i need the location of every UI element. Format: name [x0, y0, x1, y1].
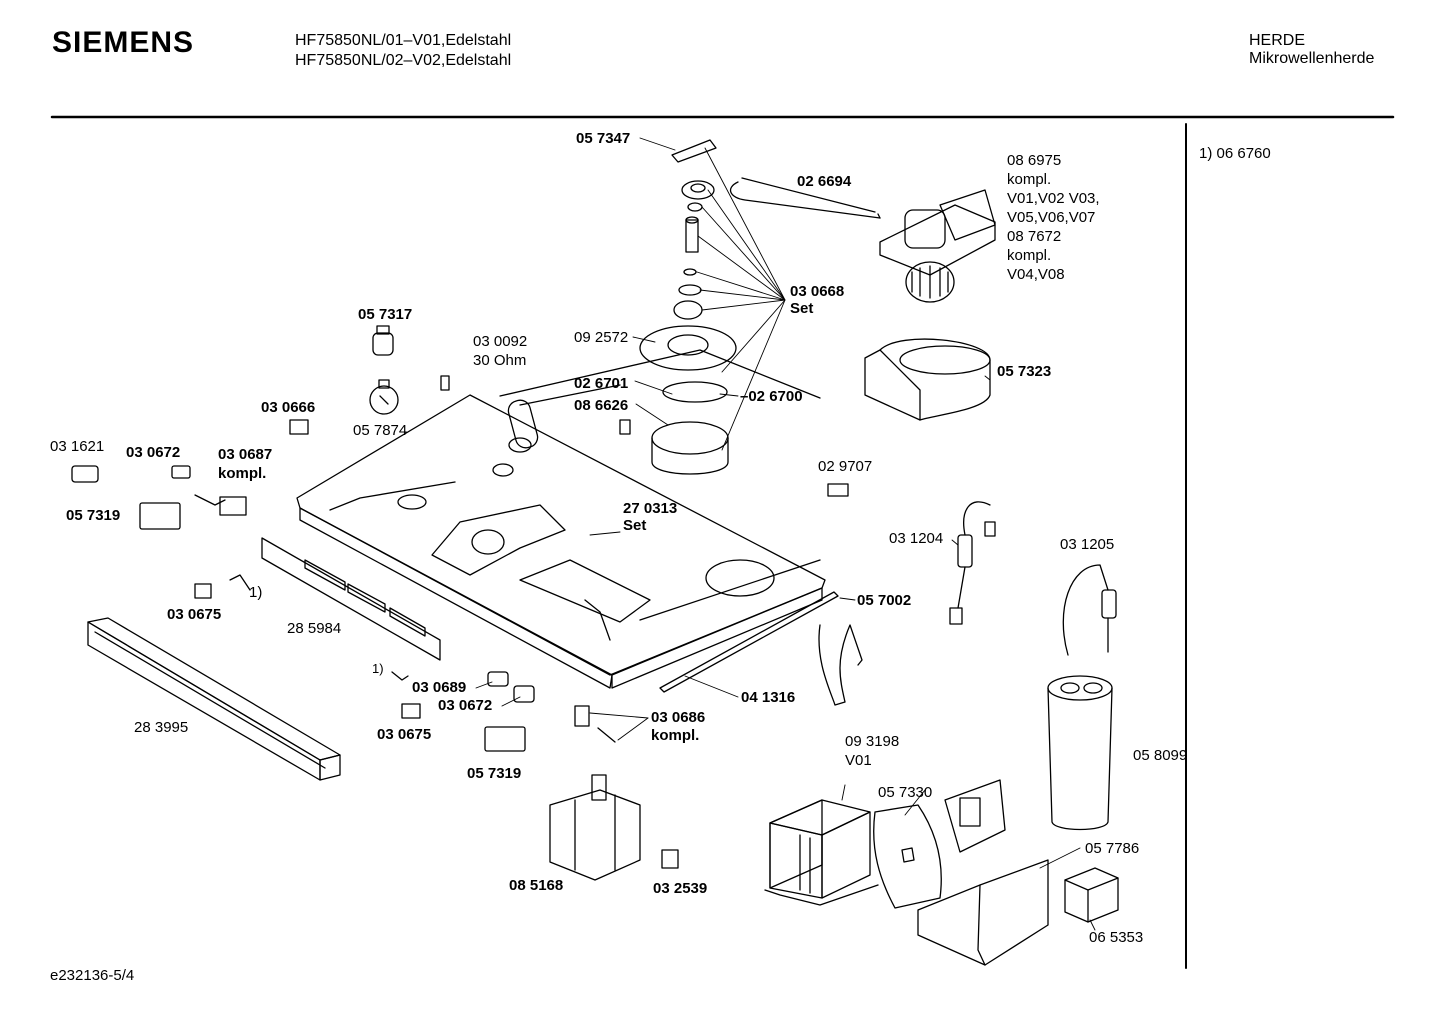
heating-element-part	[729, 177, 881, 219]
brand-logo: SIEMENS	[52, 26, 195, 59]
model-line-1: HF75850NL/01–V01,Edelstahl	[295, 32, 512, 49]
label-kompl-d: kompl.	[651, 727, 700, 744]
model-line-2: HF75850NL/02–V02,Edelstahl	[295, 52, 512, 69]
magnetron-part	[549, 774, 641, 881]
fan-motor-part	[879, 189, 996, 303]
rod-part	[659, 591, 839, 693]
label-05-7317: 05 7317	[358, 306, 413, 323]
waveguide-housing-part	[864, 338, 991, 421]
label-03-0687: 03 0687	[218, 446, 273, 463]
label-05-7330: 05 7330	[878, 784, 933, 801]
label-05-7323: 05 7323	[997, 363, 1052, 380]
label-05-7874: 05 7874	[353, 422, 408, 439]
label-03-0668: 03 0668	[790, 283, 845, 300]
label-06-5353: 06 5353	[1089, 929, 1144, 946]
label-03-0672-a: 03 0672	[126, 444, 181, 461]
label-28-5984: 28 5984	[287, 620, 342, 637]
label-08-6626: 08 6626	[574, 397, 629, 414]
label-03-0672-b: 03 0672	[438, 697, 493, 714]
transformer-part	[764, 799, 879, 906]
document-id: e232136-5/4	[50, 967, 135, 984]
lower-switch-cluster	[391, 419, 849, 752]
subcategory: Mikrowellenherde	[1249, 50, 1375, 67]
label-03-0675-a: 03 0675	[167, 606, 222, 623]
label-footnote-mark-b: 1)	[372, 661, 384, 676]
lamp-part	[369, 379, 399, 415]
chassis-base-plate	[296, 349, 826, 689]
category: HERDE	[1249, 32, 1306, 49]
label-03-2539: 03 2539	[653, 880, 708, 897]
leader-lines	[475, 137, 1096, 931]
label-03-1205: 03 1205	[1060, 536, 1115, 553]
label-03-1204: 03 1204	[889, 530, 944, 547]
label-04-1316: 04 1316	[741, 689, 796, 706]
left-switch-cluster	[71, 375, 450, 599]
front-frame-part	[261, 537, 441, 661]
label-08-5168: 08 5168	[509, 877, 564, 894]
label-footnote-mark-a: 1)	[249, 584, 263, 601]
label-02-9707: 02 9707	[818, 458, 873, 475]
label-08-6975: 08 6975	[1007, 152, 1062, 169]
label-set-b: Set	[623, 517, 647, 534]
label-05-7002: 05 7002	[857, 592, 912, 609]
label-09-2572: 09 2572	[574, 329, 629, 346]
mounting-bracket-part	[944, 779, 1006, 853]
label-09-3198: 09 3198	[845, 733, 900, 750]
label-03-0675-b: 03 0675	[377, 726, 432, 743]
label-03-0689: 03 0689	[412, 679, 467, 696]
label-variants-a1: V01,V02 V03,	[1007, 190, 1100, 207]
label-v01: V01	[845, 752, 872, 769]
insulation-sheet-part	[873, 804, 942, 909]
label-05-7786: 05 7786	[1085, 840, 1140, 857]
label-set-a: Set	[790, 300, 814, 317]
label-02-6694: 02 6694	[797, 173, 852, 190]
diode-part	[1062, 564, 1117, 656]
label-05-7319-a: 05 7319	[66, 507, 121, 524]
label-30-ohm: 30 Ohm	[473, 352, 527, 369]
label-28-3995: 28 3995	[134, 719, 189, 736]
label-kompl-c: kompl.	[218, 465, 267, 482]
label-05-7319-b: 05 7319	[467, 765, 522, 782]
footnote-sidebar: 1) 06 6760	[1199, 145, 1271, 162]
label-kompl-a: kompl.	[1007, 171, 1052, 188]
label-kompl-b: kompl.	[1007, 247, 1052, 264]
label-08-7672: 08 7672	[1007, 228, 1062, 245]
label-03-0092: 03 0092	[473, 333, 528, 350]
label-02-6700: –02 6700	[740, 388, 803, 405]
fuse-part	[949, 501, 996, 625]
label-03-1621: 03 1621	[50, 438, 105, 455]
capacitor-part	[1047, 675, 1113, 831]
label-02-6701: 02 6701	[574, 375, 629, 392]
clip-part	[661, 849, 679, 869]
label-05-8099: 05 8099	[1133, 747, 1188, 764]
label-05-7347: 05 7347	[576, 130, 631, 147]
capacitor-bracket-part	[917, 859, 1049, 966]
turntable-drive-stack	[639, 139, 737, 475]
bracket-part	[818, 624, 863, 706]
label-03-0686: 03 0686	[651, 709, 706, 726]
label-03-0666: 03 0666	[261, 399, 316, 416]
lamp-socket-part	[372, 325, 394, 356]
label-27-0313: 27 0313	[623, 500, 678, 517]
label-variants-a2: V05,V06,V07	[1007, 209, 1096, 226]
relay-part	[1064, 867, 1119, 923]
resistor-part	[507, 399, 539, 449]
label-variants-b: V04,V08	[1007, 266, 1065, 283]
door-strip-part	[87, 617, 341, 781]
